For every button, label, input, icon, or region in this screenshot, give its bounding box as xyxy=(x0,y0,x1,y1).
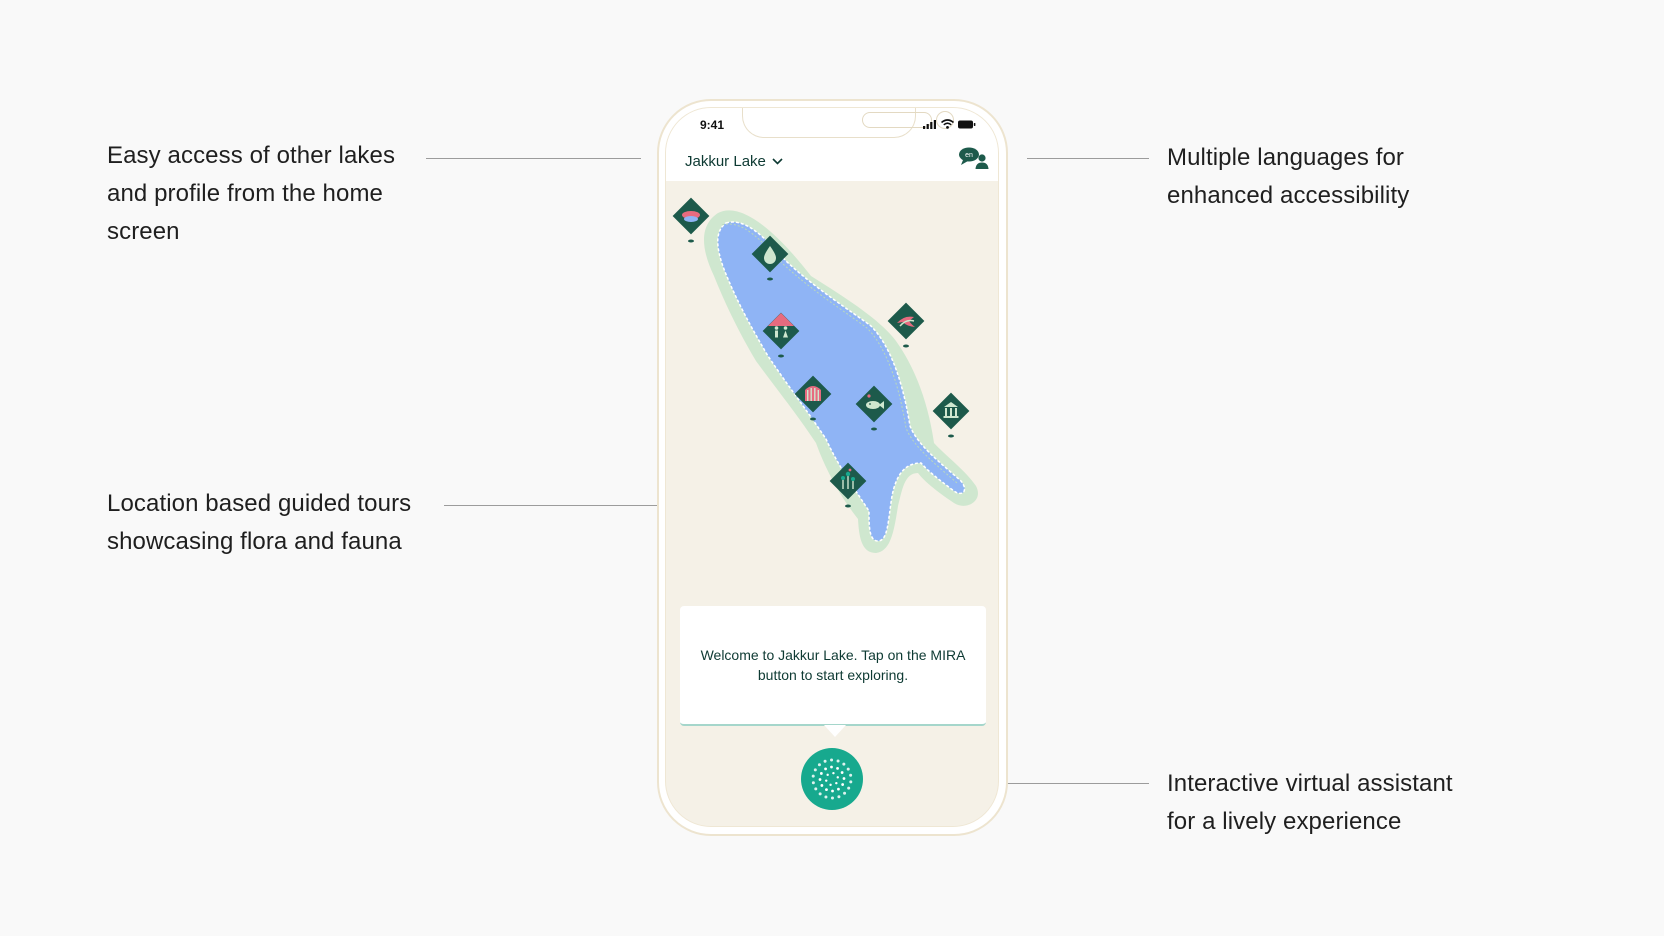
assistant-message-tail xyxy=(824,725,846,737)
lake-selector-label: Jakkur Lake xyxy=(685,153,766,170)
phone-speaker xyxy=(862,112,932,128)
lake-map xyxy=(672,197,978,553)
language-profile-icon: en xyxy=(959,147,989,169)
app-top-bar: 9:41 Jakkur Lake xyxy=(666,108,998,181)
water-drop-marker-icon[interactable] xyxy=(751,235,789,281)
leader-line-languages xyxy=(1027,158,1149,159)
assistant-message-bubble: Welcome to Jakkur Lake. Tap on the MIRA … xyxy=(680,606,986,726)
callout-languages: Multiple languages for enhanced accessib… xyxy=(1167,144,1410,209)
gate-marker-icon[interactable] xyxy=(794,375,832,421)
callout-guided-tours: Location based guided tours showcasing f… xyxy=(107,490,412,555)
bird-marker-icon[interactable] xyxy=(887,302,925,348)
signal-icon xyxy=(923,119,936,129)
mira-assistant-button[interactable] xyxy=(801,748,863,810)
welcome-message: Welcome to Jakkur Lake. Tap on the MIRA … xyxy=(700,647,966,683)
lakes-marker-icon[interactable] xyxy=(672,197,710,243)
plants-marker-icon[interactable] xyxy=(829,462,867,508)
phone-screen: 9:41 Jakkur Lake xyxy=(665,107,999,827)
lake-selector-dropdown[interactable]: Jakkur Lake xyxy=(685,153,783,170)
phone-notch xyxy=(742,108,954,138)
wifi-icon xyxy=(941,119,954,129)
leader-line-home-access xyxy=(426,158,641,159)
leader-line-guided-tours xyxy=(444,505,822,506)
battery-icon xyxy=(958,120,976,128)
callout-virtual-assistant: Interactive virtual assistant for a live… xyxy=(1167,770,1453,835)
mira-dots-icon xyxy=(811,758,853,800)
status-icons xyxy=(923,119,976,129)
language-badge-text: en xyxy=(965,152,973,159)
fish-marker-icon[interactable] xyxy=(855,385,893,431)
chevron-down-icon xyxy=(772,158,783,165)
lake-water xyxy=(717,221,966,542)
language-switch-button[interactable]: en xyxy=(958,146,990,175)
status-time: 9:41 xyxy=(700,118,725,132)
restroom-marker-icon[interactable] xyxy=(762,312,800,358)
callout-home-access: Easy access of other lakes and profile f… xyxy=(107,142,396,245)
temple-marker-icon[interactable] xyxy=(932,392,970,438)
leader-line-virtual-assistant xyxy=(877,783,1149,784)
phone-camera xyxy=(936,111,954,129)
